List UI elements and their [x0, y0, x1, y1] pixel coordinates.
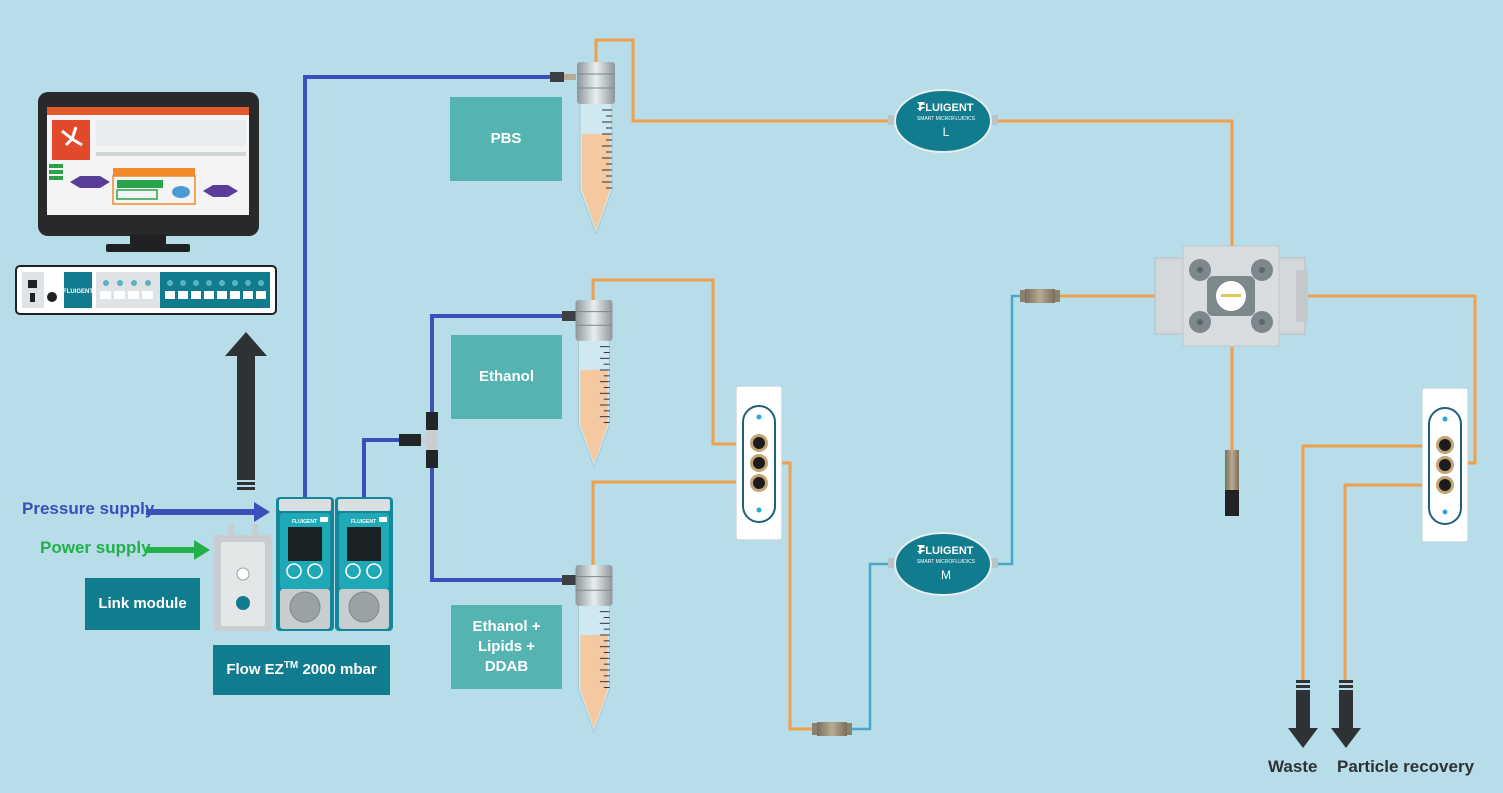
flow-ez-label: Flow EZTM 2000 mbar: [226, 659, 376, 680]
monitor: [38, 92, 259, 252]
pressure-lines: [303, 75, 567, 582]
ethanol-mix-line: DDAB: [484, 658, 529, 676]
flow-ez-label-box: Flow EZTM 2000 mbar: [213, 645, 390, 695]
particle-recovery-label: Particle recovery: [1337, 757, 1475, 776]
flow-unit-l-label: L: [943, 125, 950, 139]
orange-tubing: [591, 38, 1477, 731]
chip-holder: [1154, 245, 1308, 347]
pressure-supply-label: Pressure supply: [22, 499, 155, 518]
flow-unit-l-brand: FLUIGENT: [919, 102, 974, 114]
power-supply-arrow-icon: [146, 540, 210, 560]
flow-unit-m-label: M: [941, 568, 951, 582]
link-module-label: Link module: [98, 594, 187, 612]
pbs-label: PBS: [490, 129, 522, 147]
flow-ez-prefix: Flow EZ: [226, 661, 284, 679]
flow-unit-l-tagline: SMART MICROFLUIDICS: [917, 116, 976, 122]
waste-label: Waste: [1268, 757, 1318, 776]
ethanol-reservoir: [575, 300, 613, 468]
arrow-up-icon: [225, 332, 267, 490]
rack-brand: FLUIGENT: [63, 289, 93, 295]
ethanol-label-box: Ethanol: [451, 335, 562, 419]
ethanol-mix-line: Ethanol +: [472, 617, 541, 635]
inline-connector: [1020, 289, 1060, 303]
ethanol-label: Ethanol: [479, 367, 534, 385]
flow-ez-device-1: [276, 497, 334, 631]
flow-ez-trademark: TM: [283, 660, 299, 672]
power-supply-label: Power supply: [40, 538, 151, 557]
pressure-supply-arrow-icon: [146, 502, 270, 522]
inline-connector: [812, 722, 852, 736]
flow-unit-m-brand: FLUIGENT: [919, 545, 974, 557]
t-junction: [399, 412, 438, 468]
lipids-reservoir: [575, 565, 613, 733]
ethanol-mix-line: Lipids +: [477, 637, 536, 655]
link-module-label-box: Link module: [85, 578, 200, 630]
pbs-label-box: PBS: [450, 97, 562, 181]
blue-tubing: [852, 294, 1022, 731]
flow-unit-m-tagline: SMART MICROFLUIDICS: [917, 559, 976, 565]
recovery-arrow-icon: [1331, 680, 1361, 748]
ethanol-mix-label-box: Ethanol + Lipids + DDAB: [451, 605, 562, 689]
waste-arrow-icon: [1288, 680, 1318, 748]
link-module-device: [214, 524, 272, 631]
pbs-reservoir: [576, 62, 616, 235]
vertical-connector: [1225, 450, 1239, 516]
mixing-chip: [736, 386, 782, 540]
flow-ez-suffix: 2000 mbar: [298, 661, 377, 679]
controller-rack: [15, 265, 277, 315]
outlet-chip: [1422, 388, 1468, 542]
flow-ez-device-2: [335, 497, 393, 631]
